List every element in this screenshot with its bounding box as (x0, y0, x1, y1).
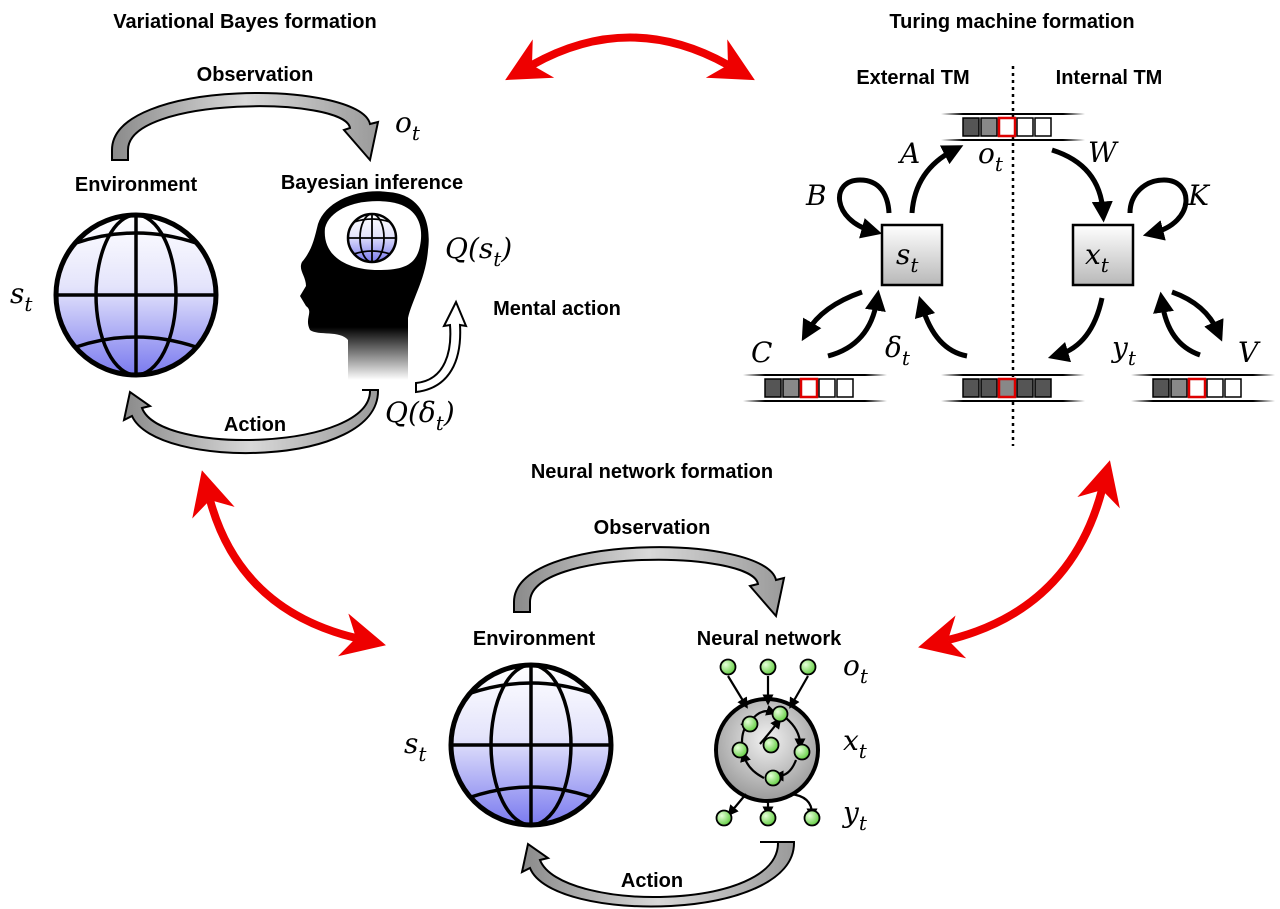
state-box-x (1071, 223, 1135, 287)
transition-label-a: A (897, 137, 920, 170)
environment-label: Environment (473, 628, 596, 650)
transition-label-k: K (1187, 179, 1211, 212)
observation-label: Observation (197, 64, 314, 86)
action-label: Action (621, 870, 683, 892)
panel-variational-bayes: Variational Bayes formation Observation … (10, 11, 621, 455)
action-tape-external (741, 370, 889, 406)
arrow-tm-nn (918, 460, 1120, 659)
neural-network-icon (714, 658, 821, 827)
belief-action-symbol: Q(δt) (385, 396, 455, 435)
transition-label-w: W (1088, 136, 1119, 169)
input-symbol: ot (843, 649, 869, 688)
observation-symbol: ot (395, 106, 421, 145)
environment-label: Environment (75, 174, 198, 196)
output-symbol: yt (841, 796, 868, 835)
state-box-s (880, 223, 944, 287)
panel-title: Variational Bayes formation (113, 11, 376, 33)
transition-label-c: C (751, 336, 772, 369)
state-box-s-label: st (896, 238, 919, 277)
action-tape-internal (1129, 370, 1277, 406)
observation-arrow (111, 92, 380, 163)
belief-state-symbol: Q(st) (445, 232, 512, 271)
panel-turing-machine: Turing machine formation External TM Int… (741, 11, 1277, 446)
mental-action-arrow (415, 299, 468, 394)
state-symbol: st (404, 727, 427, 766)
tm-output-symbol: yt (1110, 331, 1137, 370)
panel-title: Neural network formation (531, 461, 773, 483)
equivalence-arrows (192, 33, 1120, 659)
hidden-state-symbol: xt (843, 724, 868, 763)
mental-action-label: Mental action (493, 298, 621, 320)
panel-neural-network: Neural network formation Observation Env… (404, 461, 869, 908)
action-arrow (122, 389, 380, 455)
action-label: Action (224, 414, 286, 436)
transition-label-v: V (1238, 336, 1261, 369)
head-silhouette-icon (300, 191, 429, 380)
state-box-x-label: xt (1085, 238, 1110, 277)
transition-label-b: B (805, 179, 827, 212)
tm-transitions (801, 145, 1224, 363)
action-arrow (520, 841, 796, 908)
network-label: Neural network (697, 628, 842, 650)
panel-title: Turing machine formation (889, 11, 1134, 33)
observation-arrow (513, 546, 786, 619)
arrow-vb-tm (505, 33, 755, 81)
arrow-vb-nn (192, 470, 386, 657)
environment-globe-icon (56, 215, 216, 375)
observation-label: Observation (594, 517, 711, 539)
inference-label: Bayesian inference (281, 172, 463, 194)
environment-globe-icon (451, 665, 611, 825)
state-symbol: st (10, 277, 33, 316)
external-tm-label: External TM (856, 67, 969, 89)
internal-tm-label: Internal TM (1056, 67, 1163, 89)
tm-observation-symbol: ot (978, 137, 1004, 176)
tm-action-symbol: δt (885, 331, 911, 370)
